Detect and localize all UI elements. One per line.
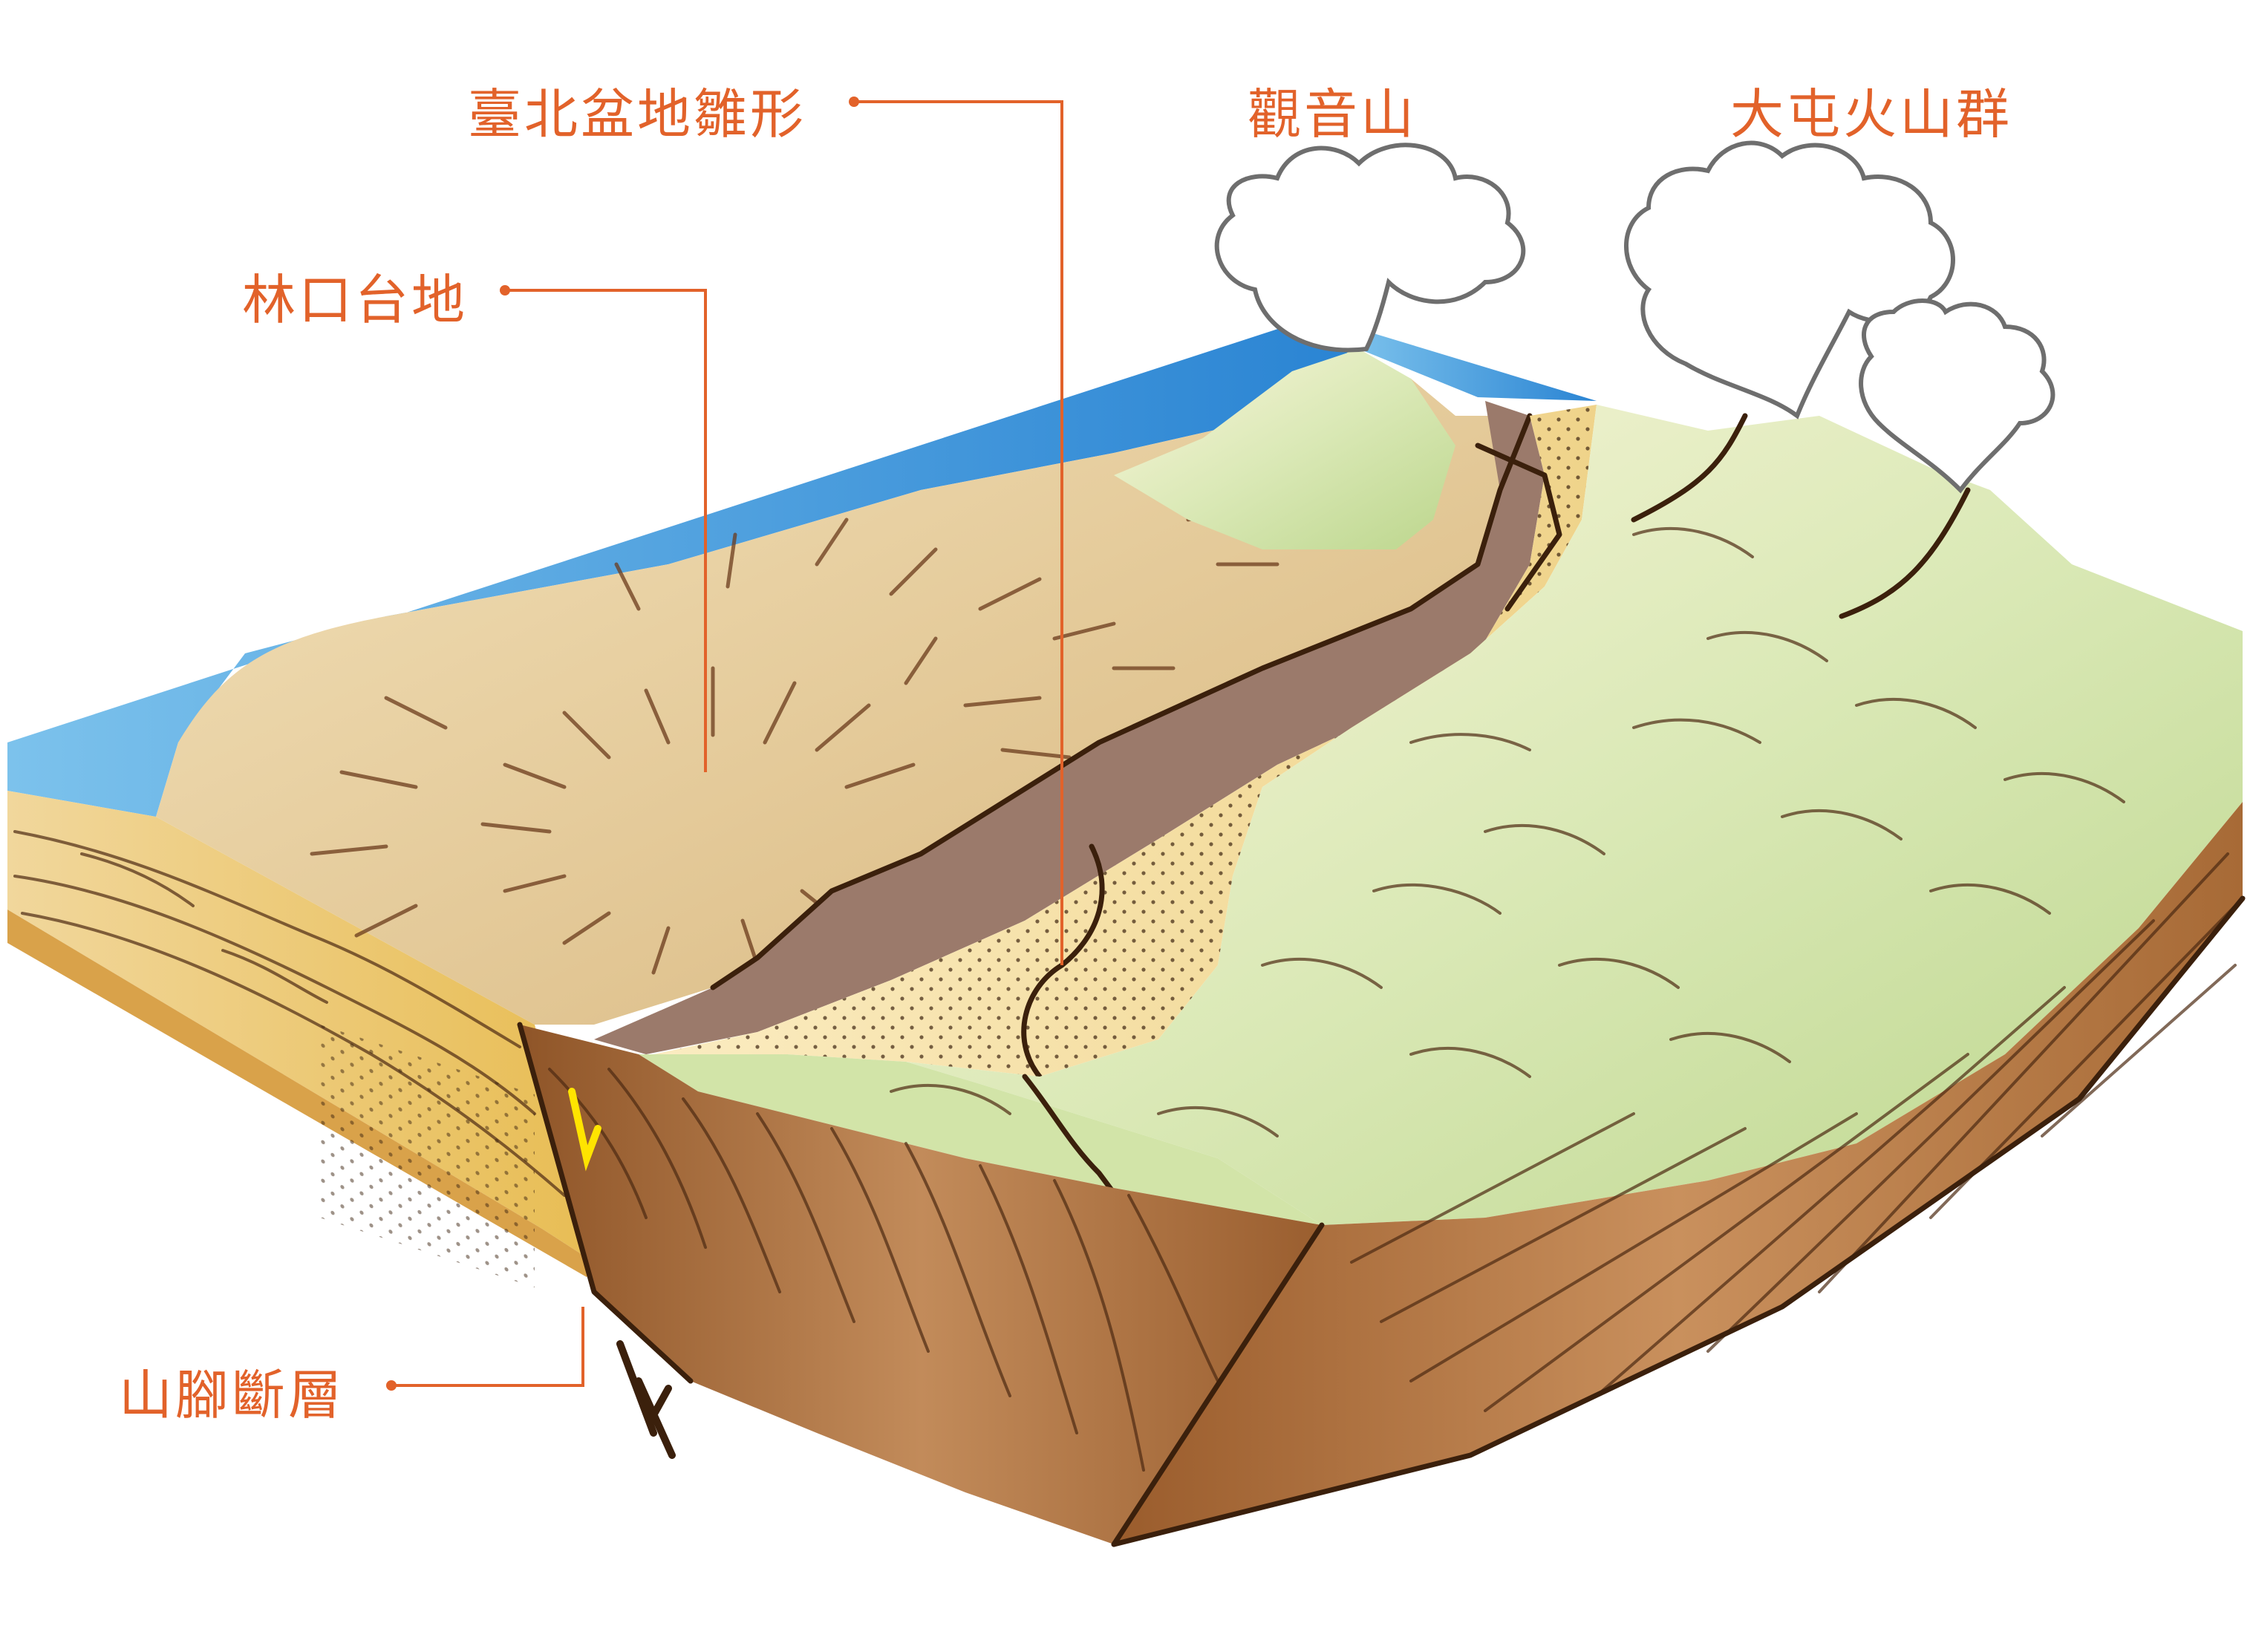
label-tatun: 大屯火山群	[1730, 83, 2013, 146]
label-taipei-basin: 臺北盆地雛形	[468, 83, 807, 146]
front-cross-section	[517, 1022, 1322, 1544]
mountain-terrain	[639, 349, 2243, 1265]
leader-lines	[386, 97, 1063, 1391]
tableland-side-wall	[7, 791, 594, 1287]
fault-motion-marker	[568, 1088, 601, 1172]
label-linkou: 林口台地	[242, 269, 469, 331]
label-guanyin: 觀音山	[1248, 83, 1418, 146]
sea	[7, 327, 1597, 817]
right-cross-section	[1111, 802, 2246, 1547]
normal-fault-arrow-icon	[616, 1340, 676, 1459]
fault-depression	[594, 401, 1545, 1054]
volcanic-plume-icon	[1214, 140, 2055, 494]
label-shanchiao: 山腳斷層	[119, 1364, 345, 1426]
